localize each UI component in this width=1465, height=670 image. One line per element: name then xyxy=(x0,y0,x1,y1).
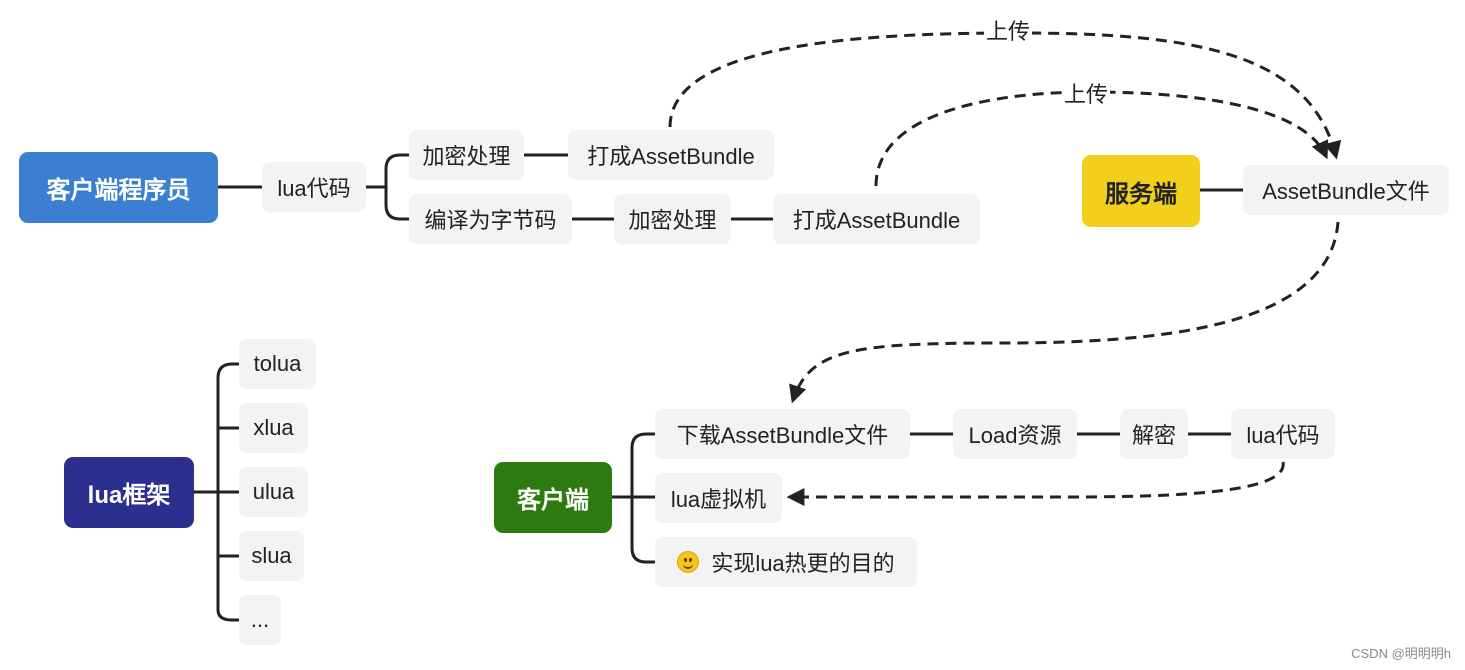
node-tolua[interactable]: tolua xyxy=(239,339,316,389)
upload-label-1: 上传 xyxy=(984,19,1033,44)
node-decrypt[interactable]: 解密 xyxy=(1120,409,1188,459)
node-ulua[interactable]: ulua xyxy=(239,467,308,517)
upload-label-2: 上传 xyxy=(1062,82,1111,107)
lua-to-vm-arrow xyxy=(786,461,1285,507)
node-client[interactable]: 客户端 xyxy=(494,462,612,533)
node-xlua[interactable]: xlua xyxy=(239,403,308,453)
node-assetbundle-file[interactable]: AssetBundle文件 xyxy=(1243,165,1449,215)
node-download-assetbundle[interactable]: 下载AssetBundle文件 xyxy=(655,409,910,459)
node-lua-code[interactable]: lua代码 xyxy=(262,162,366,212)
node-client-lua-code[interactable]: lua代码 xyxy=(1231,409,1335,459)
node-pack-assetbundle-1[interactable]: 打成AssetBundle xyxy=(568,130,774,180)
connector-bracket-framework xyxy=(216,362,234,622)
connector-bracket-programmer xyxy=(384,153,402,221)
goal-label: 实现lua热更的目的 xyxy=(711,551,895,576)
node-compile-bytecode[interactable]: 编译为字节码 xyxy=(409,194,572,244)
node-more[interactable]: ... xyxy=(239,595,281,645)
node-server[interactable]: 服务端 xyxy=(1082,155,1200,227)
node-encrypt[interactable]: 加密处理 xyxy=(409,130,524,180)
node-encrypt-2[interactable]: 加密处理 xyxy=(614,194,731,244)
smiley-icon xyxy=(677,551,700,573)
node-lua-vm[interactable]: lua虚拟机 xyxy=(655,473,782,523)
node-slua[interactable]: slua xyxy=(239,531,304,581)
node-lua-framework[interactable]: lua框架 xyxy=(64,457,194,528)
node-pack-assetbundle-2[interactable]: 打成AssetBundle xyxy=(773,194,980,244)
node-client-programmer[interactable]: 客户端程序员 xyxy=(19,152,218,223)
download-arrow xyxy=(789,221,1340,404)
node-load-resource[interactable]: Load资源 xyxy=(953,409,1077,459)
watermark: CSDN @明明明h xyxy=(1351,646,1451,661)
node-hot-update-goal[interactable]: 实现lua热更的目的 xyxy=(655,537,917,587)
